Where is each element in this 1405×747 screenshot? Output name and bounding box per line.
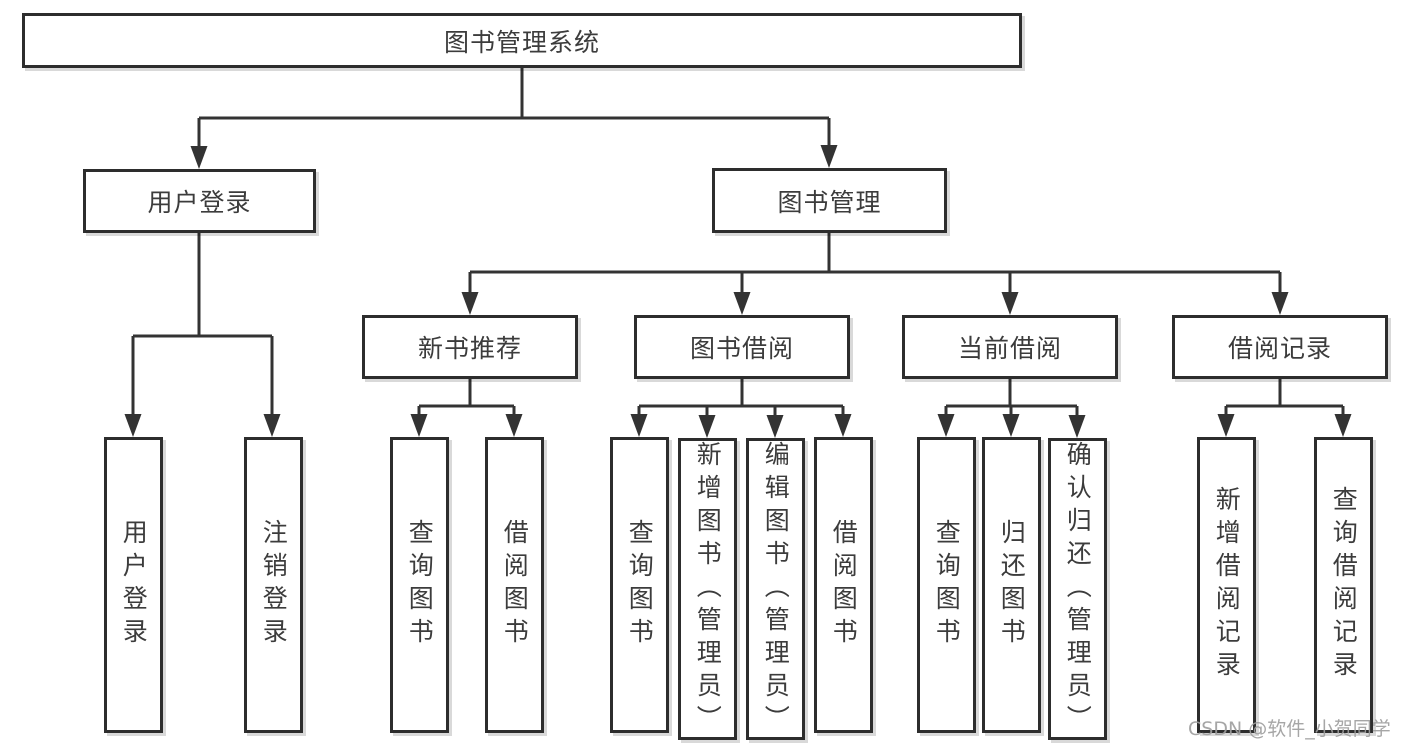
node-label: 新书推荐	[417, 334, 522, 363]
node-add-borrow-record: 新增借阅记录	[1197, 437, 1256, 733]
node-borrow-books-recommend: 借阅图书	[485, 437, 544, 733]
connector-arrowhead	[698, 415, 716, 438]
node-label: 借阅记录	[1227, 334, 1332, 363]
node-label: 图书管理	[777, 187, 882, 217]
node-edit-books-admin: 编辑图书（管理员）	[746, 438, 805, 740]
node-label: 用户登录	[147, 188, 252, 217]
node-label: 当前借阅	[957, 334, 1062, 363]
node-label: 注销登录	[259, 519, 289, 651]
node-new-book-recommendation: 新书推荐	[362, 315, 578, 379]
connector-arrowhead	[1068, 415, 1086, 438]
node-label: 借阅图书	[500, 519, 530, 651]
node-label: 图书借阅	[689, 334, 794, 363]
node-query-borrow-record: 查询借阅记录	[1314, 437, 1373, 733]
node-label: 用户登录	[119, 519, 149, 651]
node-borrow-books-leaf: 借阅图书	[814, 437, 873, 733]
node-label: 查询图书	[932, 519, 962, 651]
node-label: 查询图书	[405, 519, 435, 651]
connector-arrowhead	[1001, 292, 1019, 315]
connector-arrowhead	[1002, 414, 1020, 437]
node-book-borrowing: 图书借阅	[634, 315, 850, 379]
csdn-watermark: CSDN @软件_小贺同学	[1188, 718, 1391, 740]
connector-arrowhead	[124, 414, 142, 437]
node-return-books: 归还图书	[982, 437, 1041, 733]
node-label: 新增图书（管理员）	[693, 440, 723, 738]
node-label: 归还图书	[997, 519, 1027, 651]
node-label: 查询图书	[625, 519, 655, 651]
connector-arrowhead	[190, 146, 208, 169]
connector-arrowhead	[1217, 414, 1235, 437]
node-library-management-system: 图书管理系统	[22, 13, 1022, 68]
node-label: 查询借阅记录	[1329, 486, 1359, 684]
node-logout-leaf: 注销登录	[244, 437, 303, 733]
connector-arrowhead	[505, 414, 523, 437]
connector-arrowhead	[937, 414, 955, 437]
node-label: 编辑图书（管理员）	[761, 440, 791, 738]
connector-arrowhead	[461, 292, 479, 315]
node-user-login-leaf: 用户登录	[104, 437, 163, 733]
node-query-books-borrowing: 查询图书	[610, 437, 669, 733]
node-confirm-return-admin: 确认归还（管理员）	[1048, 438, 1107, 740]
node-label: 确认归还（管理员）	[1063, 440, 1093, 738]
node-label: 借阅图书	[829, 519, 859, 651]
node-query-books-current: 查询图书	[917, 437, 976, 733]
node-label: 图书管理系统	[443, 27, 600, 57]
node-query-books-recommend: 查询图书	[390, 437, 449, 733]
connector-arrowhead	[630, 414, 648, 437]
node-borrowing-records: 借阅记录	[1172, 315, 1388, 379]
connector-arrowhead	[834, 414, 852, 437]
connector-arrowhead	[263, 414, 281, 437]
node-label: 新增借阅记录	[1212, 486, 1242, 684]
node-add-books-admin: 新增图书（管理员）	[678, 438, 737, 740]
connector-arrowhead	[820, 145, 838, 168]
connector-arrowhead	[1271, 292, 1289, 315]
node-book-management: 图书管理	[712, 168, 947, 233]
connector-arrowhead	[766, 415, 784, 438]
connector-arrowhead	[733, 292, 751, 315]
connector-arrowhead	[410, 414, 428, 437]
connector-arrowhead	[1334, 414, 1352, 437]
node-user-login: 用户登录	[83, 169, 316, 233]
node-current-borrowing: 当前借阅	[902, 315, 1118, 379]
